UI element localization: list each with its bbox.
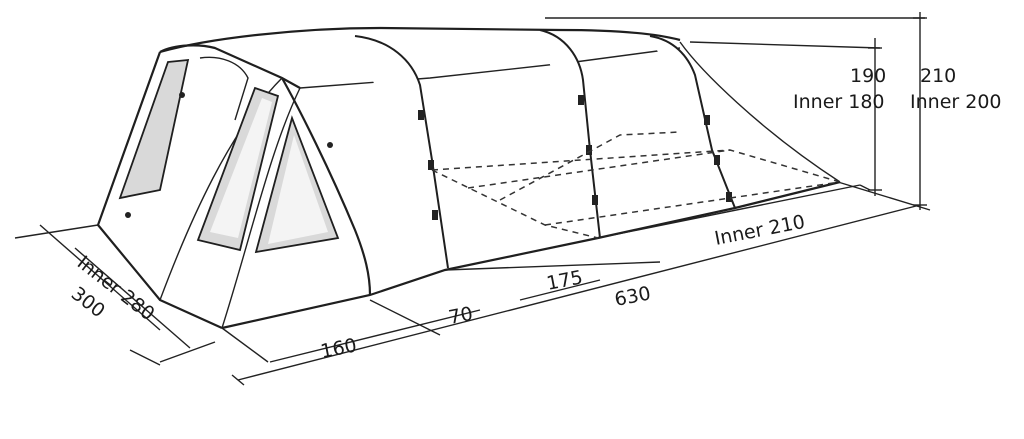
total-length-label: 630 bbox=[613, 282, 653, 311]
tent-body bbox=[96, 26, 841, 330]
dimension-lines bbox=[14, 12, 931, 386]
height-rear-label: 190 bbox=[850, 65, 886, 87]
porch-length-label: 160 bbox=[319, 334, 359, 363]
middle-length-label: 70 bbox=[447, 303, 475, 329]
height-rear-inner-label: Inner 180 bbox=[793, 91, 885, 113]
bedroom-inner-label: Inner 210 bbox=[713, 211, 807, 250]
height-outer-inner-label: Inner 200 bbox=[910, 91, 1002, 113]
height-outer-label: 210 bbox=[920, 65, 956, 87]
bedroom-length-label: 175 bbox=[545, 266, 585, 295]
